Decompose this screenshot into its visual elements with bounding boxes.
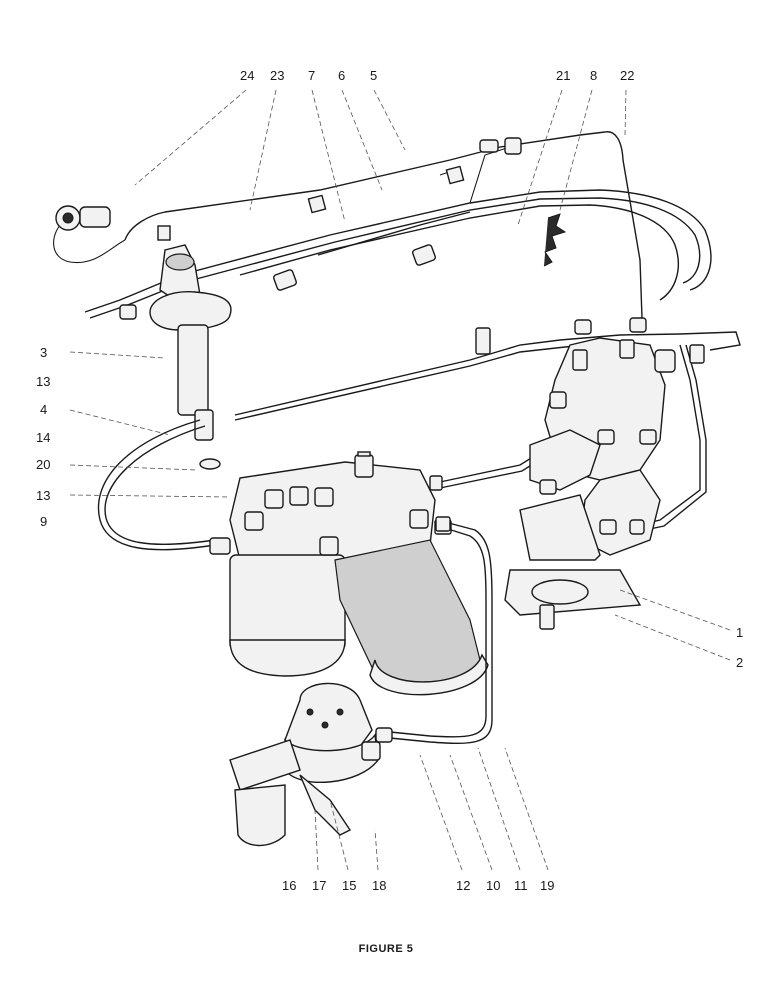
pump-fittings bbox=[539, 317, 705, 535]
injector-pipes bbox=[53, 131, 712, 319]
callout-20: 20 bbox=[36, 457, 50, 472]
callout-13-lower: 13 bbox=[36, 488, 50, 503]
callout-labels: 24 23 7 6 5 21 8 22 3 13 4 14 20 13 9 1 … bbox=[36, 68, 743, 893]
callout-8: 8 bbox=[590, 68, 597, 83]
callout-7: 7 bbox=[308, 68, 315, 83]
callout-2: 2 bbox=[736, 655, 743, 670]
callout-6: 6 bbox=[338, 68, 345, 83]
callout-10: 10 bbox=[486, 878, 500, 893]
callout-15: 15 bbox=[342, 878, 356, 893]
injection-pump bbox=[504, 317, 705, 630]
lift-pump bbox=[229, 682, 381, 847]
callout-5: 5 bbox=[370, 68, 377, 83]
callout-19: 19 bbox=[540, 878, 554, 893]
callout-17: 17 bbox=[312, 878, 326, 893]
callout-1: 1 bbox=[736, 625, 743, 640]
callout-22: 22 bbox=[620, 68, 634, 83]
callout-13-upper: 13 bbox=[36, 374, 50, 389]
callout-12: 12 bbox=[456, 878, 470, 893]
banjo-bolt bbox=[55, 205, 111, 231]
leader-lines bbox=[69, 89, 731, 871]
callout-21: 21 bbox=[556, 68, 570, 83]
callout-24: 24 bbox=[240, 68, 254, 83]
figure-caption: FIGURE 5 bbox=[358, 943, 414, 955]
feed-pipe bbox=[375, 516, 493, 744]
callout-3: 3 bbox=[40, 345, 47, 360]
callout-4: 4 bbox=[40, 402, 47, 417]
callout-11: 11 bbox=[514, 878, 528, 893]
injector bbox=[149, 244, 232, 470]
callout-23: 23 bbox=[270, 68, 284, 83]
callout-9: 9 bbox=[40, 514, 47, 529]
callout-16: 16 bbox=[282, 878, 296, 893]
callout-18: 18 bbox=[372, 878, 386, 893]
pipe-union-nuts bbox=[119, 137, 567, 320]
callout-14: 14 bbox=[36, 430, 50, 445]
fuel-filter-assembly bbox=[209, 451, 489, 696]
